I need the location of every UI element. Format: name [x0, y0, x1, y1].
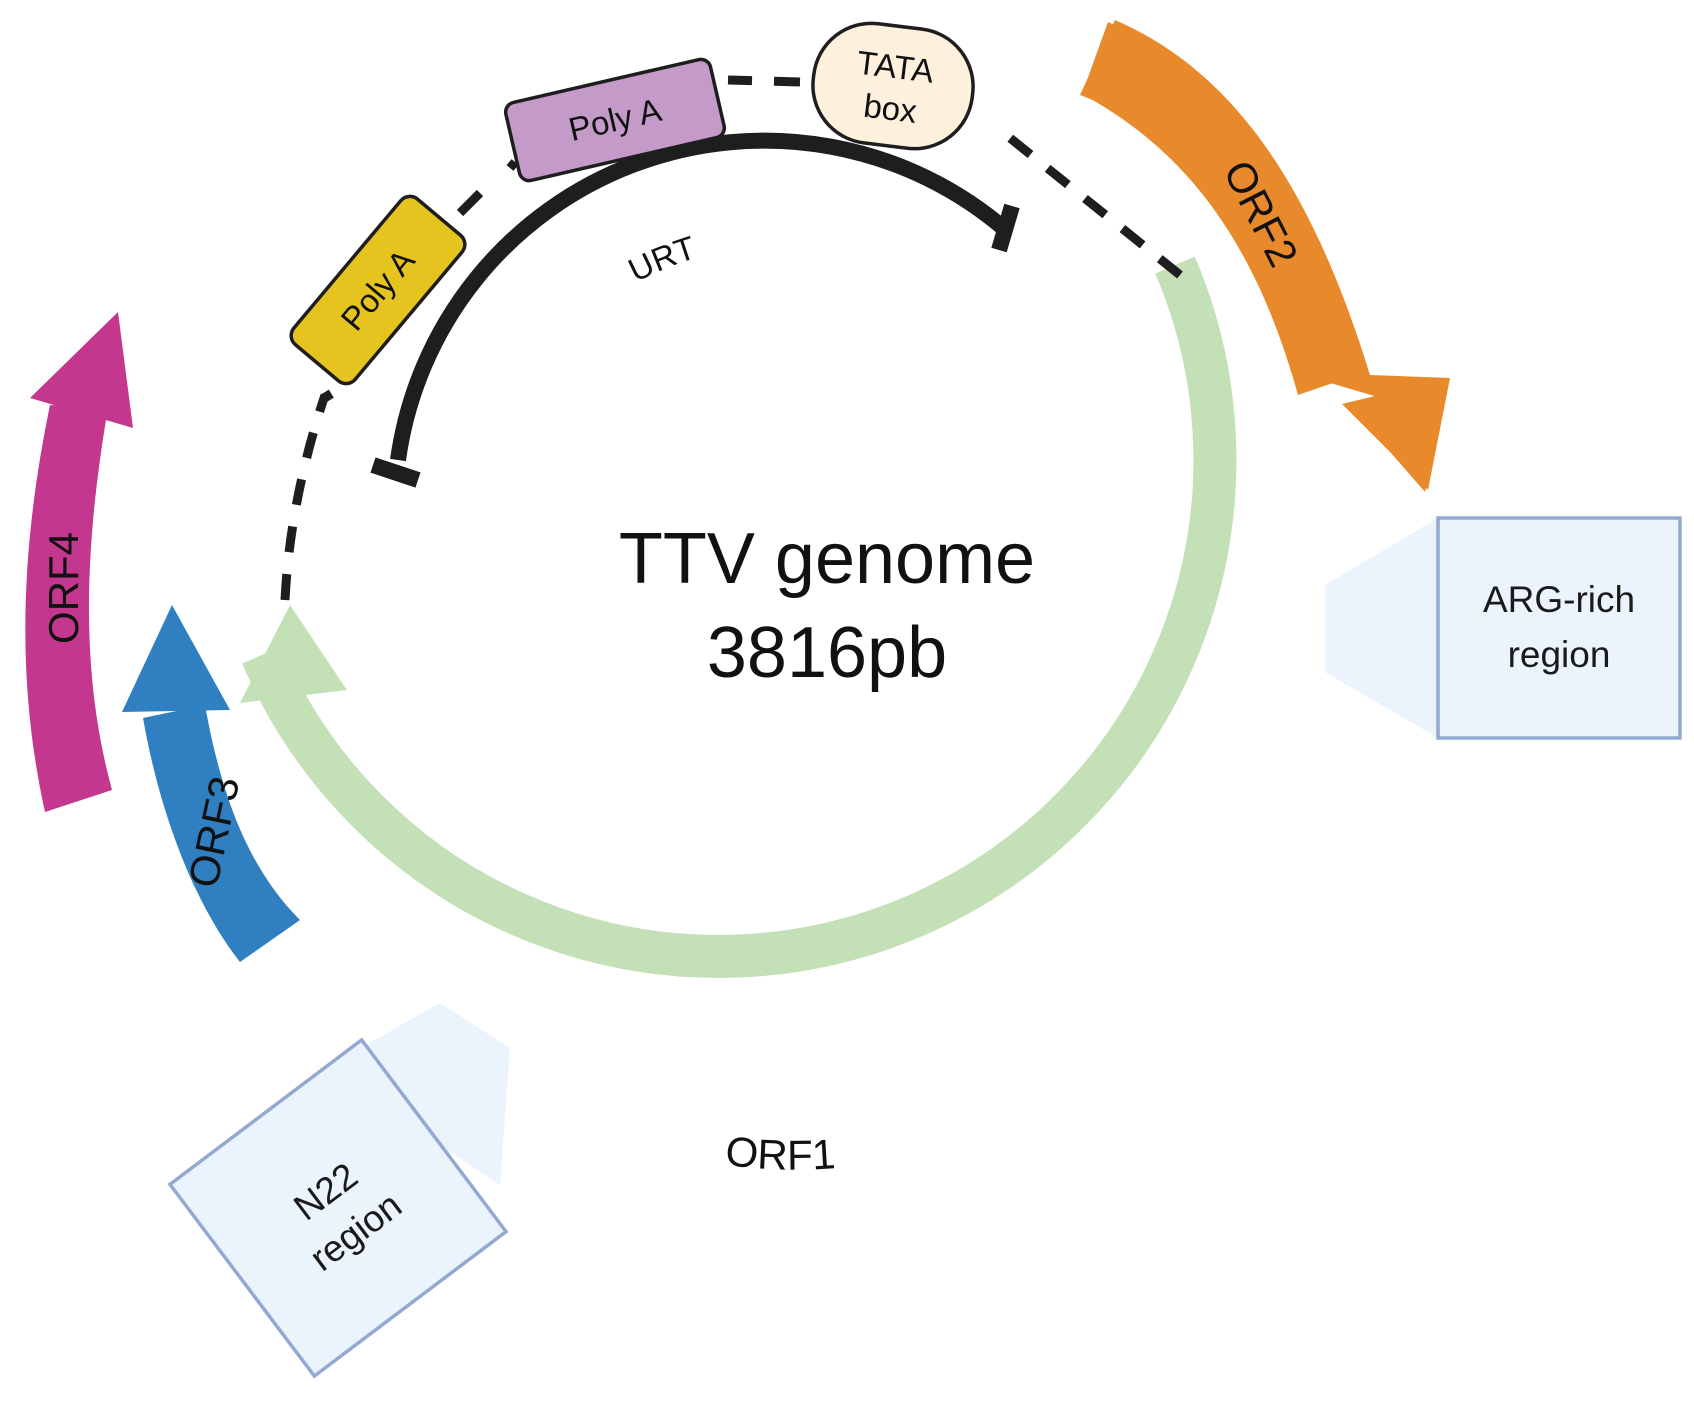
urt-label: URT — [622, 229, 699, 289]
poly-a-signal-1: Poly A — [289, 194, 467, 386]
arg-rich-label-line1: ARG-rich — [1483, 579, 1635, 620]
orf1-label: ORF1 — [723, 1127, 836, 1179]
tata-box: TATA box — [811, 21, 975, 151]
connector-lines — [321, 159, 519, 403]
tata-label-line2: box — [862, 87, 920, 130]
orf4-label: ORF4 — [40, 532, 87, 644]
arg-rich-label-line2: region — [1508, 634, 1611, 675]
orf3-arrow — [122, 605, 300, 962]
poly-a-signal-2: Poly A — [503, 57, 727, 183]
genome-title: TTV genome — [619, 519, 1035, 599]
urt-bracket — [370, 132, 1020, 488]
dashed-genome-segment — [280, 75, 1183, 601]
n22-region-callout: N22 region — [167, 1003, 510, 1379]
orf1-arc — [240, 256, 1237, 978]
genome-size: 3816pb — [707, 613, 947, 693]
orf4-arrow — [25, 312, 133, 812]
arg-rich-region-callout: ARG-rich region — [1325, 516, 1682, 740]
